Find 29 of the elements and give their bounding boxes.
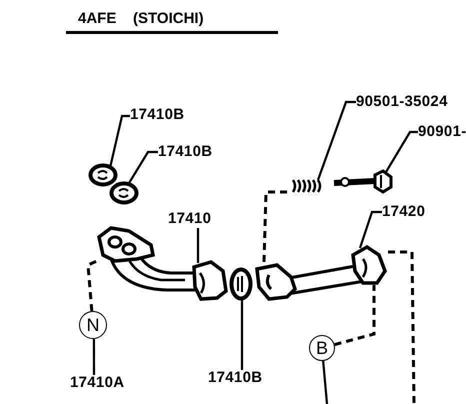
dashed-leader-line [262,190,287,262]
part-number: 90901- [418,124,466,141]
part-number: 17410B [208,370,280,387]
part-number: 17410 [168,211,226,228]
leader-line [316,100,356,180]
leader-line [196,228,200,263]
part-number: 17420 [382,204,440,221]
leader-line [240,300,244,370]
leader-line [385,130,418,173]
leader-line [358,210,382,248]
bolt-drawing [331,169,395,193]
leader-line [108,114,130,168]
part-number: 17410B [130,107,202,124]
exhaust-pipe-drawing [253,243,388,301]
reference-marker: B [309,335,335,361]
leader-line [322,360,328,404]
part-number: 17410B [158,144,230,161]
gasket-drawing [229,267,253,301]
part-number: 90501-35024 [356,94,460,111]
dashed-leader-line [86,260,98,312]
part-number: 17410A [70,375,142,392]
dashed-leader-line [334,285,376,346]
dashed-leader-line [388,250,416,404]
reference-marker: N [79,311,107,339]
nut-drawing [110,182,138,204]
exhaust-pipe-drawing [95,225,230,303]
leader-line [92,338,96,375]
nut-drawing [89,164,117,186]
title: 4AFE (STOICHI) [66,10,278,34]
